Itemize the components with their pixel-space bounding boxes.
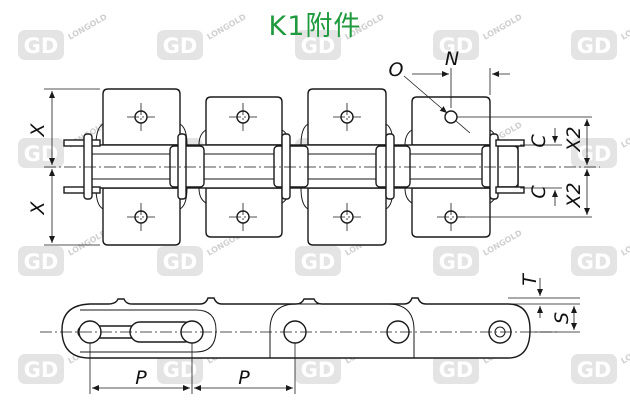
- side-view-dimensions: [89, 278, 580, 394]
- svg-text:LONGOLD: LONGOLD: [620, 228, 630, 258]
- dim-label-o: O: [389, 59, 404, 81]
- dim-label-p-left: P: [135, 367, 147, 389]
- dim-label-x-upper: X: [27, 123, 49, 138]
- roller-pins: [63, 133, 525, 200]
- dim-label-c-upper: C: [528, 134, 550, 148]
- svg-text:GD: GD: [24, 250, 59, 274]
- svg-text:GD: GD: [577, 250, 612, 274]
- svg-text:GD: GD: [577, 358, 612, 382]
- top-view-dimensions: [44, 68, 592, 246]
- svg-text:GD: GD: [24, 34, 59, 58]
- svg-text:GD: GD: [577, 34, 612, 58]
- svg-text:GD: GD: [301, 34, 336, 58]
- svg-text:GD: GD: [163, 358, 198, 382]
- chain-top-view: [44, 88, 600, 246]
- attachment-tab-bottom-row: [102, 187, 491, 246]
- dim-label-x2-upper: X2: [563, 126, 585, 152]
- dim-label-t: T: [519, 273, 541, 286]
- svg-text:LONGOLD: LONGOLD: [620, 336, 630, 366]
- watermark-logo-20: GD LONGOLD: [571, 336, 630, 384]
- svg-text:GD: GD: [163, 250, 198, 274]
- svg-text:GD: GD: [24, 142, 59, 166]
- svg-text:GD: GD: [24, 358, 59, 382]
- svg-text:GD: GD: [439, 358, 474, 382]
- dim-label-n: N: [445, 48, 459, 70]
- dim-label-c-lower: C: [528, 185, 550, 199]
- svg-text:GD: GD: [301, 358, 336, 382]
- svg-text:GD: GD: [301, 250, 336, 274]
- dim-label-x-lower: X: [27, 201, 49, 216]
- dimension-labels: X X N O C C X2 X2 T S P P: [27, 48, 585, 389]
- svg-text:GD: GD: [439, 250, 474, 274]
- dim-label-p-right: P: [238, 367, 250, 389]
- svg-text:GD: GD: [163, 34, 198, 58]
- dim-label-x2-lower: X2: [563, 182, 585, 208]
- page-title: K1附件: [268, 11, 362, 42]
- svg-text:GD: GD: [439, 34, 474, 58]
- attachment-tab-top-row: [102, 88, 491, 146]
- chain-side-view: [40, 297, 560, 359]
- svg-text:LONGOLD: LONGOLD: [620, 120, 630, 150]
- watermark-logo-15: GD LONGOLD: [571, 228, 630, 276]
- svg-text:GD: GD: [577, 142, 612, 166]
- dim-label-s: S: [551, 312, 573, 324]
